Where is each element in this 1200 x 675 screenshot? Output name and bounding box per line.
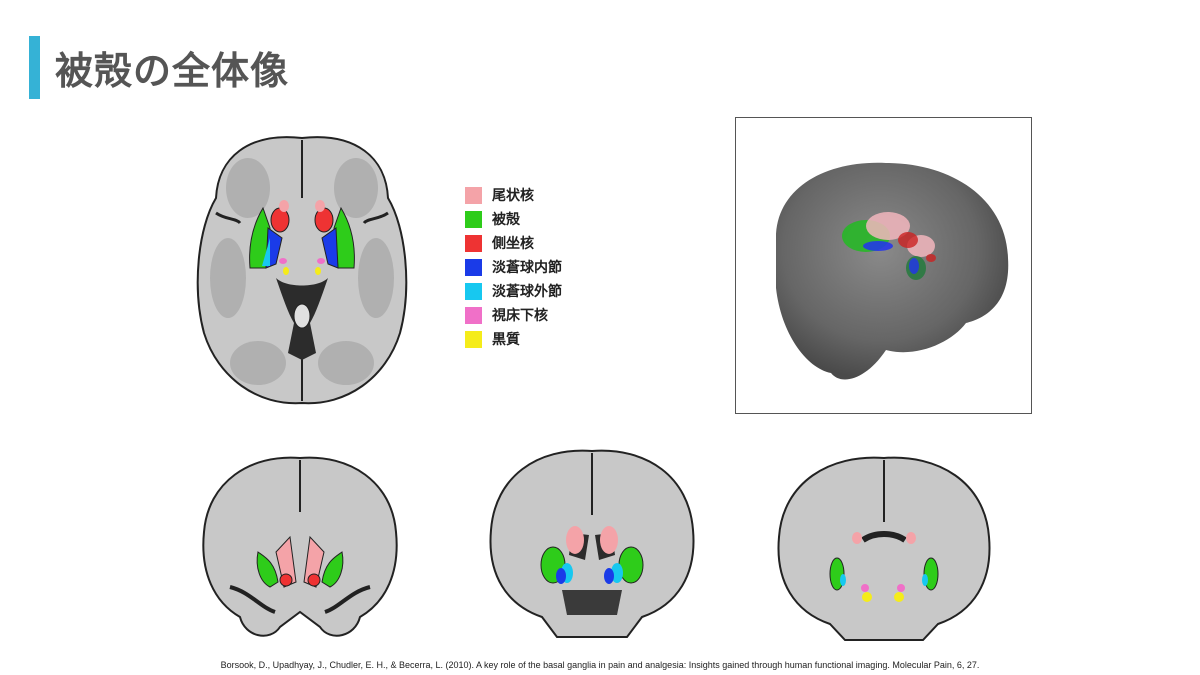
legend-item: 尾状核 (465, 183, 562, 207)
legend-label: 淡蒼球内節 (492, 260, 562, 276)
legend-label: 視床下核 (492, 308, 548, 324)
legend-swatch (465, 186, 482, 204)
legend-swatch (465, 306, 482, 324)
legend-item: 淡蒼球外節 (465, 279, 562, 303)
page-title: 被殻の全体像 (55, 49, 290, 93)
legend-label: 淡蒼球外節 (492, 284, 562, 300)
legend-item: 側坐核 (465, 231, 562, 255)
axial-brain-diagram (196, 136, 408, 405)
legend-swatch (465, 282, 482, 300)
legend-item: 淡蒼球内節 (465, 255, 562, 279)
legend-label: 尾状核 (492, 188, 534, 204)
citation: Borsook, D., Upadhyay, J., Chudler, E. H… (220, 660, 980, 670)
coronal-brain-diagram-middle (489, 449, 695, 638)
legend-item: 黒質 (465, 327, 562, 351)
coronal-brain-diagram-posterior (777, 456, 991, 641)
axial-left-structures (249, 200, 290, 275)
legend: 尾状核 被殻 側坐核 淡蒼球内節 淡蒼球外節 視床下核 黒質 (465, 183, 562, 351)
legend-item: 視床下核 (465, 303, 562, 327)
axial-right-structures (314, 200, 355, 275)
coronal-brain-diagram-anterior (202, 456, 398, 637)
title-accent-bar (29, 36, 40, 99)
legend-label: 黒質 (492, 332, 520, 348)
legend-swatch (465, 258, 482, 276)
legend-label: 側坐核 (492, 236, 534, 252)
legend-swatch (465, 210, 482, 228)
legend-swatch (465, 234, 482, 252)
legend-label: 被殻 (492, 212, 520, 228)
3d-brain-render (735, 117, 1032, 414)
legend-item: 被殻 (465, 207, 562, 231)
legend-swatch (465, 330, 482, 348)
